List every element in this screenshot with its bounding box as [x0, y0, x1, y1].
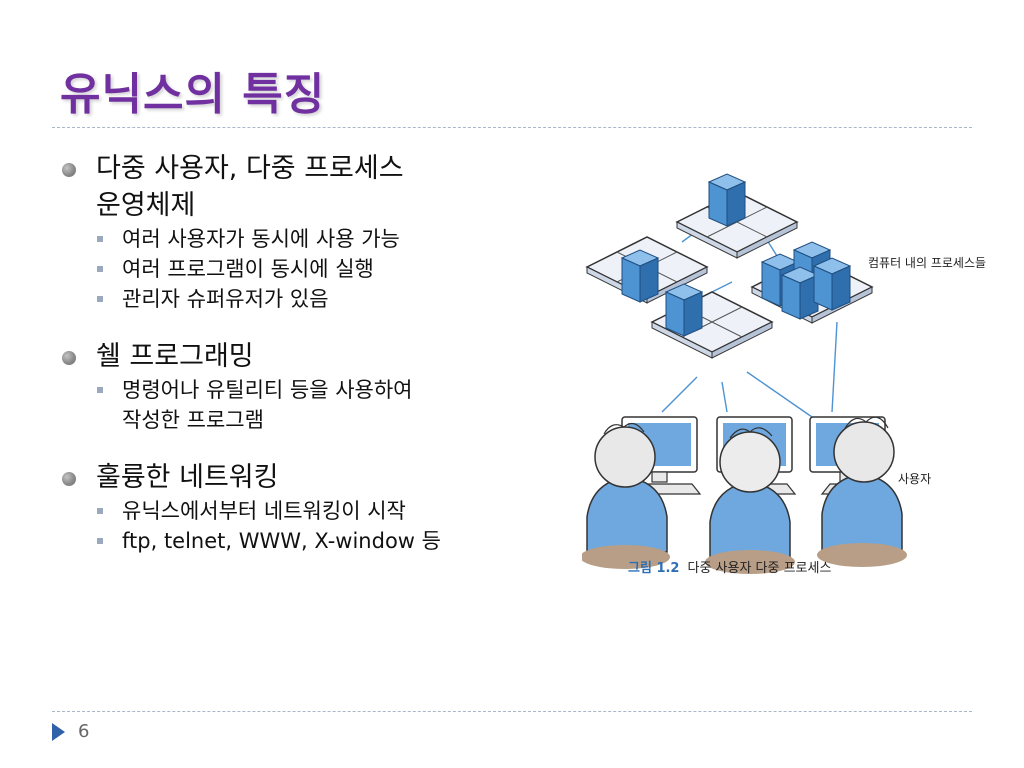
sub-bullet-square-icon — [97, 296, 103, 302]
figure-number: 그림 1.2 — [628, 561, 680, 576]
bullet-item: 훌륭한 네트워킹 — [60, 459, 560, 496]
bullet-text: 다중 사용자, 다중 프로세스 — [96, 153, 404, 184]
page-number: 6 — [78, 721, 90, 742]
bullet-text: 훌륭한 네트워킹 — [96, 462, 279, 493]
sub-bullet-square-icon — [97, 236, 103, 242]
sub-bullet-text: 유닉스에서부터 네트워킹이 시작 — [122, 499, 406, 523]
sub-bullet-square-icon — [97, 508, 103, 514]
bullet-list: 다중 사용자, 다중 프로세스 운영체제 여러 사용자가 동시에 사용 가능 여… — [60, 150, 560, 556]
sub-bullet-item: 명령어나 유틸리티 등을 사용하여 작성한 프로그램 — [60, 375, 560, 435]
bullet-text: 운영체제 — [96, 190, 196, 221]
user-figure — [817, 416, 907, 567]
sub-bullet-text: 명령어나 유틸리티 등을 사용하여 — [122, 378, 413, 402]
users-label: 사용자 — [898, 472, 932, 486]
bullet-dot-icon — [62, 351, 76, 365]
bullet-dot-icon — [62, 163, 76, 177]
top-divider — [52, 127, 972, 128]
sub-bullet-text: 여러 프로그램이 동시에 실행 — [122, 257, 374, 281]
sub-bullet-square-icon — [97, 266, 103, 272]
figure-caption-text: 다중 사용자 다중 프로세스 — [687, 561, 832, 576]
sub-bullet-item: 여러 프로그램이 동시에 실행 — [60, 254, 560, 284]
bullet-dot-icon — [62, 472, 76, 486]
processes-label: 컴퓨터 내의 프로세스들 — [868, 256, 987, 270]
sub-bullet-text: ftp, telnet, WWW, X-window 등 — [122, 529, 441, 553]
figure-caption: 그림 1.2 다중 사용자 다중 프로세스 — [628, 557, 831, 576]
bullet-item: 다중 사용자, 다중 프로세스 운영체제 — [60, 150, 560, 224]
page-title: 유닉스의 특징 — [60, 69, 326, 120]
sub-bullet-item: 여러 사용자가 동시에 사용 가능 — [60, 224, 560, 254]
user-figure — [582, 422, 670, 569]
user-figure — [705, 427, 795, 574]
triangle-right-icon — [52, 723, 65, 741]
bottom-divider — [52, 711, 972, 712]
bullet-text: 쉘 프로그래밍 — [96, 341, 254, 372]
sub-bullet-square-icon — [97, 387, 103, 393]
sub-bullet-text: 여러 사용자가 동시에 사용 가능 — [122, 227, 400, 251]
sub-bullet-item: 관리자 슈퍼유저가 있음 — [60, 284, 560, 314]
multiuser-illustration — [582, 173, 907, 574]
sub-bullet-item: 유닉스에서부터 네트워킹이 시작 — [60, 496, 560, 526]
sub-bullet-square-icon — [97, 538, 103, 544]
sub-bullet-item: ftp, telnet, WWW, X-window 등 — [60, 526, 560, 556]
bullet-item: 쉘 프로그래밍 — [60, 338, 560, 375]
sub-bullet-text: 관리자 슈퍼유저가 있음 — [122, 287, 329, 311]
sub-bullet-text: 작성한 프로그램 — [122, 408, 264, 432]
